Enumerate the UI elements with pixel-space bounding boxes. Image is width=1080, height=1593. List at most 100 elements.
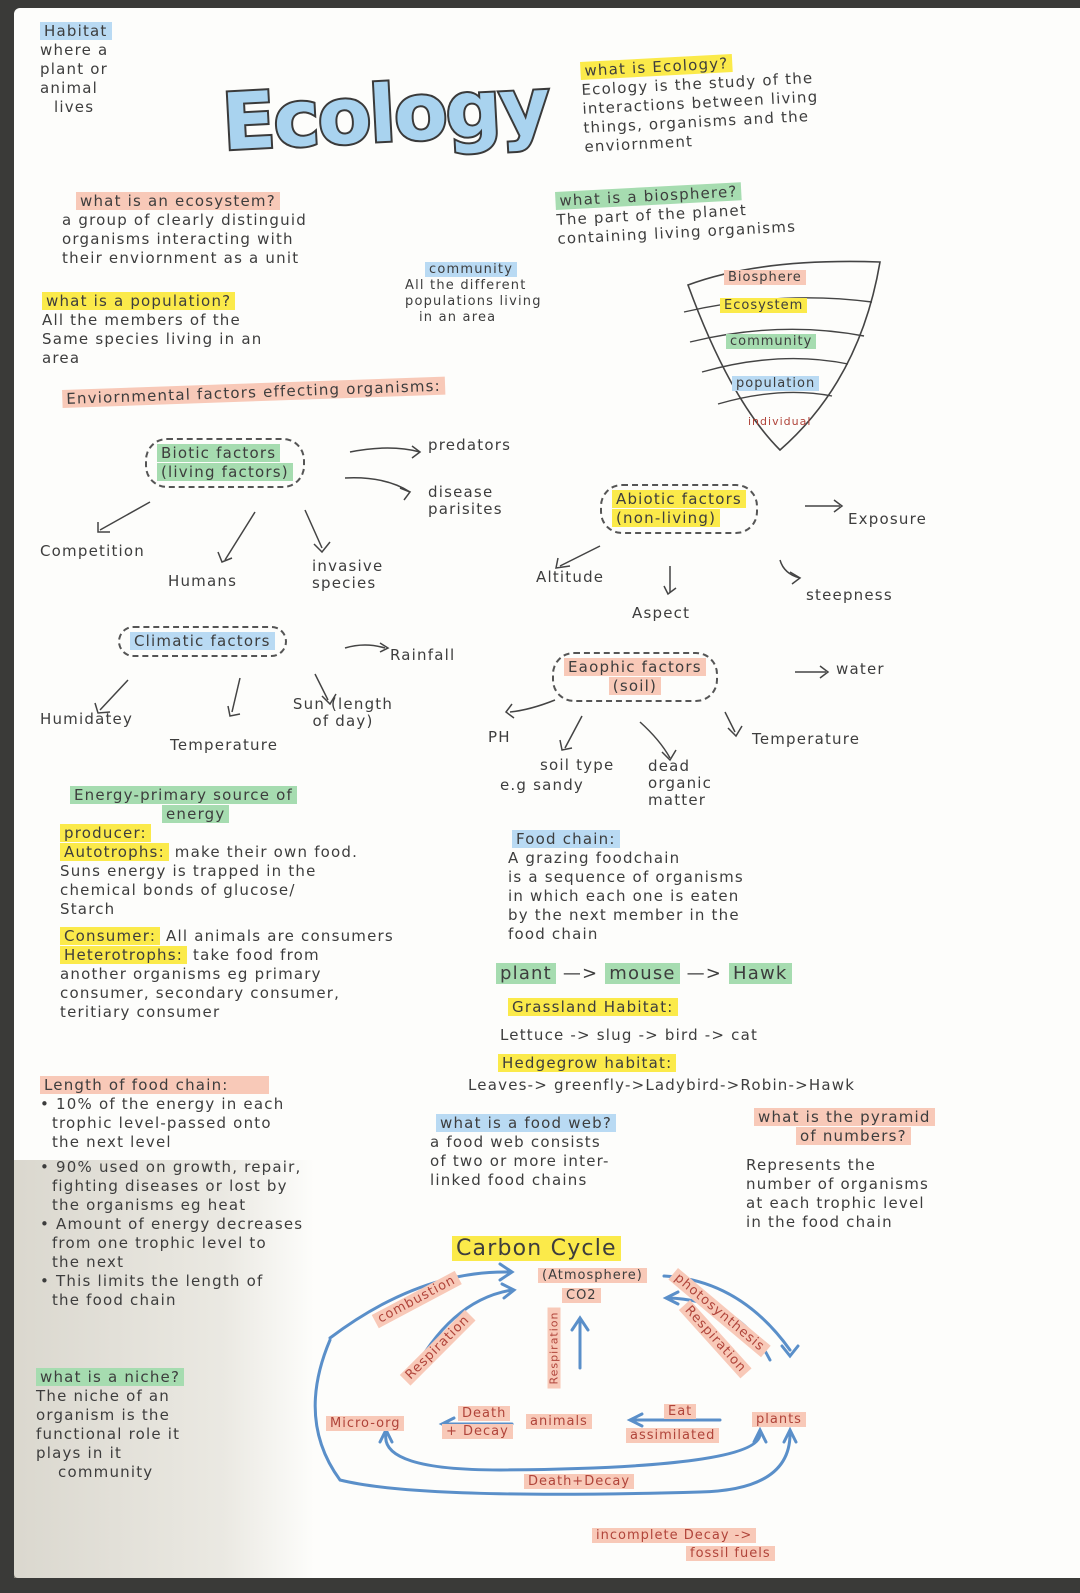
co2-label: CO2 [562, 1288, 601, 1304]
heterotrophs-line: consumer, secondary consumer, [60, 984, 341, 1002]
climatic-branch-humidity: Humidatey [40, 710, 134, 728]
habitat-line: lives [54, 98, 95, 116]
food-web-line: a food web consists [430, 1133, 601, 1151]
micro-organisms-node: Micro-org [326, 1416, 405, 1432]
habitat-line: animal [40, 79, 99, 97]
bullet-line: This limits the length of [56, 1272, 264, 1290]
edaphic-branch-temperature: Temperature [752, 730, 861, 748]
consumer-label: Consumer: [60, 927, 161, 945]
edaphic-branch-water: water [836, 660, 885, 678]
population-line: Same species living in an [42, 330, 263, 348]
ecosystem-line: organisms interacting with [62, 230, 294, 248]
biotic-label: Biotic factors [157, 444, 281, 462]
carbon-cycle-title: Carbon Cycle [452, 1236, 621, 1262]
death-label: Death [458, 1406, 511, 1422]
pyramid-numbers-heading-2: of numbers? [796, 1127, 911, 1145]
autotrophs-line: Suns energy is trapped in the [60, 862, 317, 880]
energy-heading: Energy-primary source of [70, 786, 297, 804]
pyramid-level-biosphere: Biosphere [724, 270, 806, 286]
food-chain-example: plant —> mouse —> Hawk [496, 963, 792, 984]
habitat-line: where a [40, 41, 109, 59]
edaphic-branch-ph: PH [488, 728, 511, 746]
length-heading: Length of food chain: [40, 1076, 269, 1094]
what-is-ecosystem-section: what is an ecosystem? a group of clearly… [62, 192, 307, 268]
edaphic-branch-soil-type: soil type [540, 756, 615, 774]
food-chain-section: Food chain: A grazing foodchain is a seq… [508, 830, 744, 944]
biotic-factors-cloud: Biotic factors (living factors) [145, 438, 305, 488]
food-web-heading: what is a food web? [436, 1114, 617, 1132]
soil-label: (soil) [608, 677, 662, 695]
abiotic-branch-altitude: Altitude [536, 568, 605, 586]
food-chain-line: in which each one is eaten [508, 887, 740, 905]
edaphic-branch-sandy: e.g sandy [500, 776, 584, 794]
bullet-line: the food chain [51, 1291, 177, 1309]
ecosystem-line: their enviornment as a unit [62, 249, 300, 267]
abiotic-label: Abiotic factors [612, 490, 746, 508]
abiotic-branch-aspect: Aspect [632, 604, 691, 622]
food-web-line: of two or more inter- [430, 1152, 610, 1170]
respiration-mid-label: Respiration [547, 1307, 563, 1389]
niche-line: functional role it [36, 1425, 181, 1443]
energy-heading-2: energy [162, 805, 230, 823]
atmosphere-label: (Atmosphere) [538, 1268, 647, 1284]
food-chain-line: by the next member in the [508, 906, 740, 924]
producer-label: producer: [60, 824, 151, 842]
biotic-branch-disease: disease parisites [428, 483, 503, 518]
habitat-line: plant or [40, 60, 108, 78]
edaphic-factors-cloud: Eaophic factors (soil) [552, 652, 718, 702]
biotic-branch-predators: predators [428, 436, 512, 454]
climatic-branch-sun: Sun (length of day) [292, 695, 394, 730]
pyramid-numbers-heading: what is the pyramid [754, 1108, 935, 1126]
length-of-food-chain-section: Length of food chain: • 10% of the energ… [40, 1076, 304, 1309]
grassland-heading: Grassland Habitat: [508, 998, 678, 1017]
niche-section: what is a niche? The niche of an organis… [36, 1368, 185, 1482]
animals-node: animals [526, 1414, 592, 1430]
energy-section: Energy-primary source of energy producer… [60, 786, 394, 1022]
bullet-line: 90% used on growth, repair, [56, 1158, 302, 1176]
niche-line: community [58, 1463, 154, 1481]
consumer-text: All animals are consumers [160, 927, 394, 945]
grassland-chain: Lettuce -> slug -> bird -> cat [500, 1026, 759, 1044]
climatic-factors-cloud: Climatic factors [118, 626, 287, 657]
food-web-section: what is a food web? a food web consists … [430, 1114, 617, 1190]
bullet-line: Amount of energy decreases [56, 1215, 304, 1233]
pyramid-level-community: community [726, 334, 817, 350]
biotic-branch-invasive: invasive species [312, 557, 384, 592]
community-section: community All the different populations … [405, 262, 542, 326]
food-chain-line: A grazing foodchain [508, 849, 681, 867]
edaphic-label: Eaophic factors [564, 658, 706, 676]
food-chain-line: food chain [508, 925, 599, 943]
autotrophs-line: chemical bonds of glucose/ [60, 881, 296, 899]
heterotrophs-line: teritiary consumer [60, 1003, 221, 1021]
niche-line: plays in it [36, 1444, 123, 1462]
hedgerow-chain: Leaves-> greenfly->Ladybird->Robin->Hawk [468, 1076, 856, 1094]
ecosystem-heading: what is an ecosystem? [76, 192, 280, 210]
population-line: All the members of the [42, 311, 241, 329]
food-chain-heading: Food chain: [512, 830, 620, 848]
pyramid-level-individual: individual [748, 415, 812, 428]
pyramid-numbers-line: number of organisms [746, 1175, 930, 1193]
bullet-line: trophic level-passed onto [51, 1114, 272, 1132]
autotrophs-label: Autotrophs: [60, 843, 169, 861]
plants-node: plants [752, 1412, 806, 1428]
pyramid-numbers-line: in the food chain [746, 1213, 893, 1231]
bullet-line: the organisms eg heat [51, 1196, 247, 1214]
heterotrophs-line: another organisms eg primary [60, 965, 322, 983]
biotic-branch-competition: Competition [40, 542, 145, 560]
incomplete-decay-label: incomplete Decay -> [592, 1528, 757, 1544]
hedgerow-heading: Hedgegrow habitat: [498, 1054, 677, 1073]
climatic-branch-rainfall: Rainfall [390, 646, 456, 664]
climatic-branch-temperature: Temperature [170, 736, 279, 754]
community-line: All the different [405, 278, 527, 293]
food-web-line: linked food chains [430, 1171, 588, 1189]
bullet-line: the next level [51, 1133, 172, 1151]
biotic-branch-humans: Humans [168, 572, 238, 590]
abiotic-branch-exposure: Exposure [848, 510, 928, 528]
abiotic-branch-steepness: steepness [806, 586, 893, 604]
niche-line: organism is the [36, 1406, 171, 1424]
community-line: populations living [405, 294, 542, 309]
pyramid-level-population: population [732, 376, 820, 392]
what-is-ecology-section: what is Ecology? Ecology is the study of… [580, 50, 821, 157]
population-heading: what is a population? [42, 292, 236, 310]
population-line: area [42, 349, 81, 367]
